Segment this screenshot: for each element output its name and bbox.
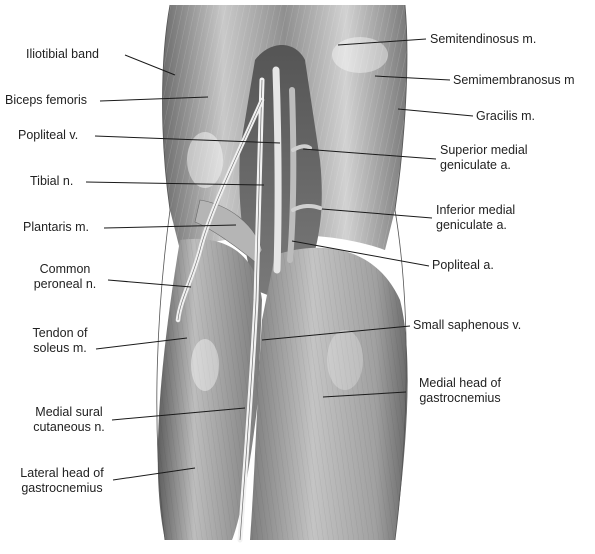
label-medial-head-line2: gastrocnemius (419, 391, 501, 405)
leader-lateral-head-gastrocnemius (112, 467, 196, 481)
highlight-left-calf (191, 339, 219, 391)
leader-tendon-soleus-m (95, 337, 188, 350)
label-tibial-n: Tibial n. (30, 174, 74, 188)
label-semitendinosus: Semitendinosus m. (430, 32, 537, 46)
leader-superior-medial-geniculate (302, 148, 437, 160)
label-common-peroneal-n: Common peroneal n. (20, 262, 110, 292)
label-medial-sural-n: Medial sural cutaneous n. (24, 405, 114, 435)
label-lateral-head-gastrocnemius: Lateral head of gastrocnemius (6, 466, 118, 496)
label-semimembranosus: Semimembranosus m (453, 73, 575, 87)
label-inf-medial-line2: geniculate a. (436, 218, 507, 232)
leader-common-peroneal-n (107, 279, 192, 288)
leader-plantaris-m (103, 224, 237, 229)
label-gracilis: Gracilis m. (476, 109, 536, 123)
label-lateral-head-line1: Lateral head of (20, 466, 104, 480)
label-inf-medial-line1: Inferior medial (436, 203, 516, 217)
label-popliteal-v: Popliteal v. (18, 128, 79, 142)
highlight-right-calf (327, 330, 363, 390)
label-medial-head-line1: Medial head of (418, 376, 501, 390)
leader-semitendinosus (337, 38, 427, 46)
limb-outline (156, 4, 408, 541)
label-biceps-femoris: Biceps femoris (5, 93, 87, 107)
label-common-peroneal-line1: Common (39, 262, 91, 276)
superior-medial-geniculate-artery (291, 144, 312, 152)
leader-semimembranosus (374, 75, 451, 81)
label-popliteal-a: Popliteal a. (432, 258, 494, 272)
leader-gracilis (397, 108, 474, 117)
common-peroneal-nerve-outline (177, 99, 263, 321)
inferior-medial-geniculate-artery (291, 203, 322, 212)
label-sup-medial-line1: Superior medial (440, 143, 528, 157)
label-small-saphenous-v: Small saphenous v. (413, 318, 522, 332)
label-plantaris-m: Plantaris m. (23, 220, 89, 234)
leader-small-saphenous-v (261, 325, 411, 341)
leader-biceps-femoris (99, 96, 209, 102)
label-inferior-medial-geniculate: Inferior medial geniculate a. (436, 203, 515, 233)
label-lateral-head-line2: gastrocnemius (21, 481, 103, 495)
lateral-gastrocnemius-fibers (157, 238, 262, 541)
label-sup-medial-line2: geniculate a. (440, 158, 511, 172)
label-common-peroneal-line2: peroneal n. (33, 277, 97, 291)
label-iliotibial-band: Iliotibial band (26, 47, 99, 61)
tibial-nerve-outline (239, 79, 263, 541)
leader-medial-sural-n (111, 407, 246, 421)
highlight-left-thigh (187, 132, 223, 188)
label-tendon-soleus-line1: Tendon of (32, 326, 88, 340)
leader-inferior-medial-geniculate (321, 208, 433, 219)
label-medial-sural-line1: Medial sural (35, 405, 103, 419)
popliteal-vein (272, 66, 282, 274)
leader-tibial-n (85, 181, 265, 186)
label-tendon-soleus-line2: soleus m. (33, 341, 87, 355)
leader-medial-head-gastrocnemius (322, 391, 407, 398)
label-tendon-soleus: Tendon of soleus m. (22, 326, 98, 356)
highlight-right-thigh (332, 37, 388, 73)
label-medial-head-gastrocnemius: Medial head of gastrocnemius (408, 376, 512, 406)
popliteal-artery (287, 87, 297, 263)
label-superior-medial-geniculate: Superior medial geniculate a. (440, 143, 528, 173)
leader-lines (85, 38, 474, 481)
leader-popliteal-a (291, 240, 430, 267)
leader-popliteal-v (94, 135, 281, 144)
medial-gastrocnemius-fibers (250, 247, 408, 540)
label-medial-sural-line2: cutaneous n. (33, 420, 105, 434)
leader-iliotibial-band (124, 54, 176, 76)
